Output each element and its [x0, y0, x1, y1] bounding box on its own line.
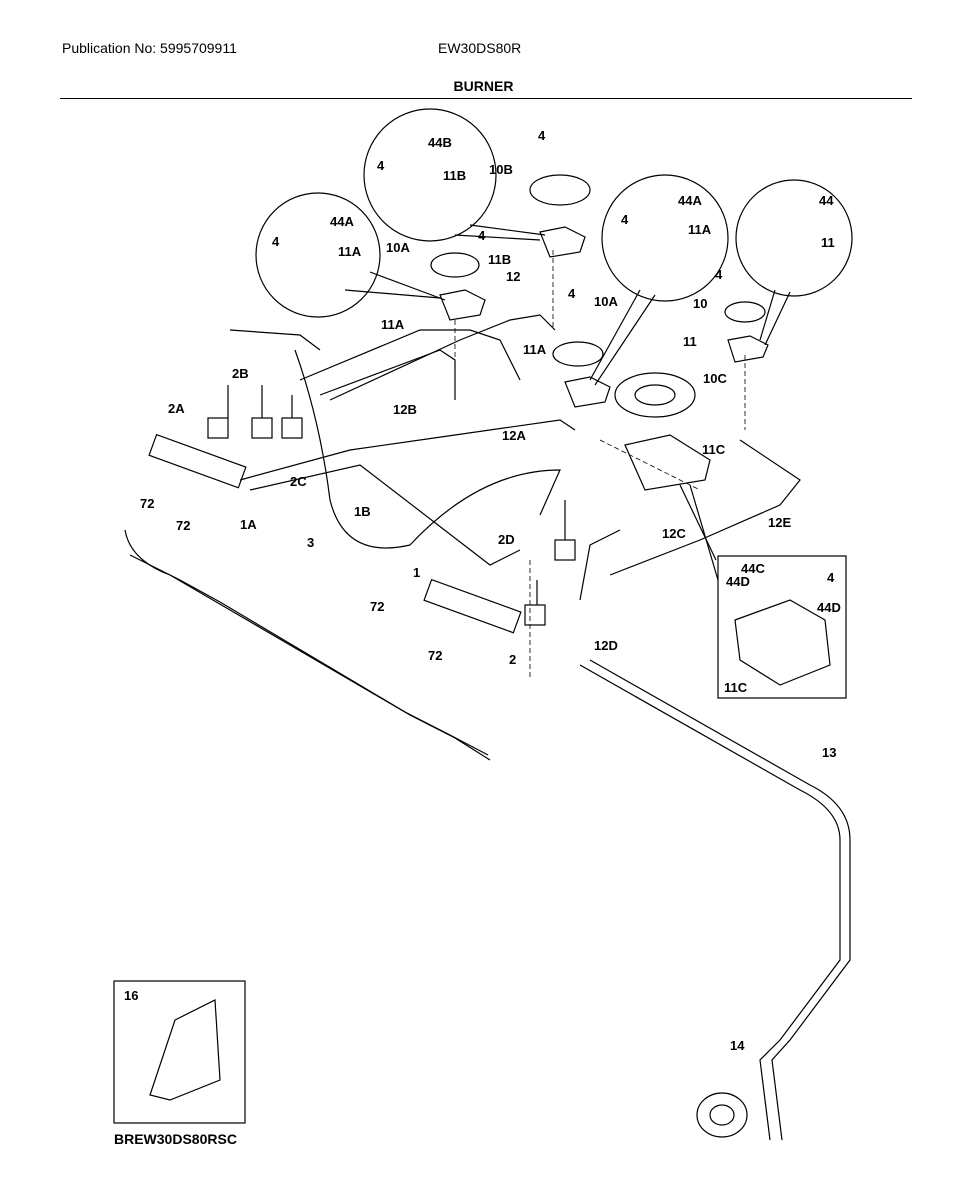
callout: 44A — [330, 214, 354, 229]
detail-circle-11 — [735, 179, 853, 297]
callout: 11C — [724, 680, 748, 695]
callout: 44B — [428, 135, 452, 150]
callout: 1A — [240, 517, 257, 532]
callout: 13 — [822, 745, 836, 760]
callout: 16 — [124, 988, 138, 1003]
callout: 4 — [568, 286, 576, 301]
callout: 72 — [370, 599, 384, 614]
inset-model-label: BREW30DS80RSC — [114, 1131, 237, 1147]
publication-number: Publication No: 5995709911 — [62, 40, 237, 56]
callout: 12A — [502, 428, 526, 443]
inset-box-16 — [113, 980, 246, 1124]
callout: 44D — [817, 600, 841, 615]
callout: 4 — [827, 570, 835, 585]
callout: 12E — [768, 515, 791, 530]
callout: 2A — [168, 401, 185, 416]
callout: 44A — [678, 193, 702, 208]
callout: 44 — [819, 193, 834, 208]
callout: 11A — [381, 317, 405, 332]
detail-circle-11b — [363, 108, 497, 242]
callout: 11C — [702, 442, 726, 457]
callout: 1B — [354, 504, 371, 519]
header-divider — [60, 98, 912, 99]
detail-circle-11a-left — [255, 192, 381, 318]
callout: 11 — [683, 334, 697, 349]
callout: 1 — [413, 565, 420, 580]
callout: 2C — [290, 474, 307, 489]
callout: 2B — [232, 366, 249, 381]
callout: 12C — [662, 526, 686, 541]
callout: 10 — [693, 296, 707, 311]
callout: 11A — [688, 222, 712, 237]
callout: 10A — [386, 240, 410, 255]
model-number: EW30DS80R — [438, 40, 522, 56]
callout: 4 — [538, 128, 546, 143]
callout: 11A — [338, 244, 362, 259]
callout: 4 — [621, 212, 629, 227]
callout: 14 — [730, 1038, 745, 1053]
callout: 4 — [272, 234, 280, 249]
callout: 2 — [509, 652, 516, 667]
callout: 3 — [307, 535, 314, 550]
callout: 10B — [489, 162, 513, 177]
callout: 44C — [741, 561, 765, 576]
callout: 11 — [821, 235, 835, 250]
callout: 4 — [377, 158, 385, 173]
callout: 72 — [140, 496, 154, 511]
callout: 2D — [498, 532, 515, 547]
callout: 11A — [523, 342, 547, 357]
callout: 72 — [176, 518, 190, 533]
callout: 10C — [703, 371, 727, 386]
callout: 4 — [478, 228, 486, 243]
callout: 12B — [393, 402, 417, 417]
detail-box-11c — [717, 555, 847, 699]
callout: 72 — [428, 648, 442, 663]
detail-circle-11a-right — [601, 174, 729, 302]
callout: 11B — [443, 168, 466, 183]
callout: 4 — [715, 267, 723, 282]
callout: 11B — [488, 252, 511, 267]
page-title: BURNER — [453, 78, 514, 94]
callout: 12D — [594, 638, 618, 653]
callout: 44D — [726, 574, 750, 589]
callout: 10A — [594, 294, 618, 309]
callout: 12 — [506, 269, 520, 284]
callout-labels: 44B 4 11B 10B 44A 4 11A 10A 4 11B 4 44A … — [124, 128, 841, 1053]
